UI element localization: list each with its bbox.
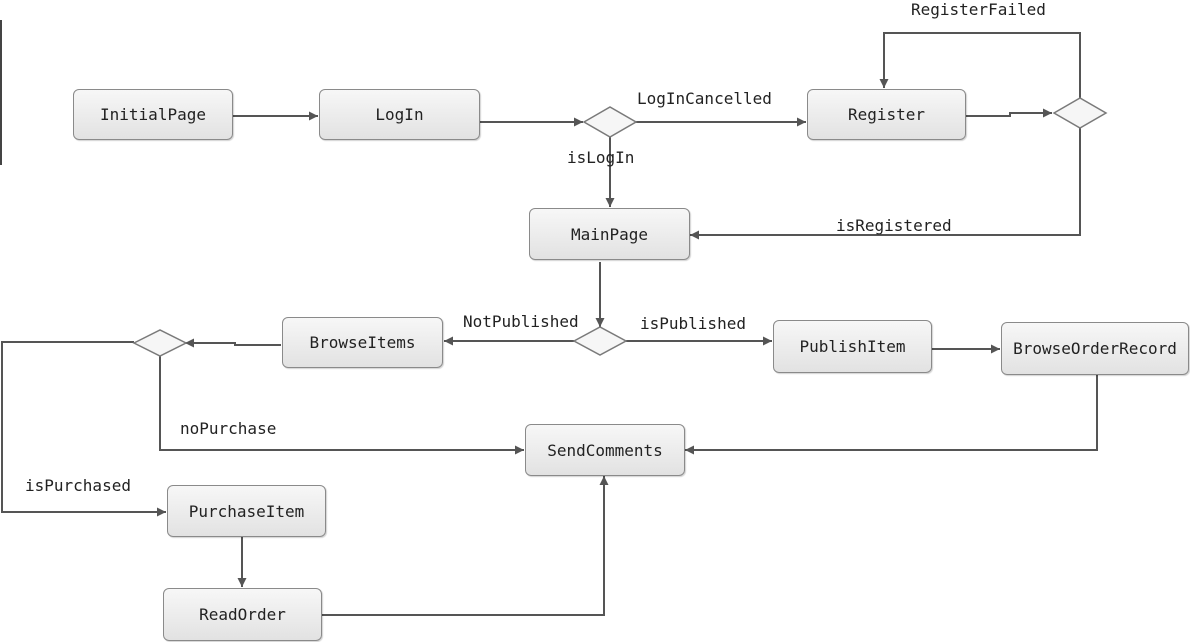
node-purchase-item-label: PurchaseItem bbox=[188, 501, 305, 521]
label-log-in-cancelled: LogInCancelled bbox=[637, 89, 772, 108]
edge-browse-to-decision bbox=[185, 338, 281, 348]
node-send-comments-label: SendComments bbox=[547, 440, 663, 460]
label-is-log-in: isLogIn bbox=[567, 148, 635, 167]
edge-is-purchased bbox=[1, 341, 166, 517]
label-is-published: isPublished bbox=[640, 314, 746, 333]
node-register: Register bbox=[807, 89, 966, 140]
label-is-registered: isRegistered bbox=[836, 216, 952, 235]
node-register-label: Register bbox=[847, 105, 926, 124]
node-read-order: ReadOrder bbox=[163, 588, 322, 641]
edge-readorder-to-comments bbox=[322, 476, 609, 616]
label-not-published: NotPublished bbox=[463, 312, 579, 331]
node-log-in-label: LogIn bbox=[375, 105, 424, 124]
node-log-in: LogIn bbox=[319, 89, 480, 140]
decision-node-register bbox=[1052, 97, 1108, 129]
node-main-page: MainPage bbox=[529, 208, 690, 260]
node-browse-order-record-label: BrowseOrderRecord bbox=[1013, 339, 1177, 358]
node-browse-order-record: BrowseOrderRecord bbox=[1001, 322, 1189, 375]
edge-is-registered bbox=[690, 128, 1081, 240]
left-edge-bar bbox=[0, 20, 2, 165]
decision-node-login bbox=[582, 106, 638, 138]
node-browse-items-label: BrowseItems bbox=[309, 333, 416, 352]
node-main-page-label: MainPage bbox=[570, 224, 649, 244]
node-publish-item: PublishItem bbox=[773, 320, 932, 373]
node-purchase-item: PurchaseItem bbox=[167, 485, 326, 537]
edge-no-purchase bbox=[159, 356, 524, 455]
edge-register-failed bbox=[879, 32, 1081, 98]
node-initial-page-label: InitialPage bbox=[100, 105, 206, 124]
edge-record-to-comments bbox=[685, 375, 1098, 455]
label-no-purchase: noPurchase bbox=[180, 419, 277, 438]
label-register-failed: RegisterFailed bbox=[911, 0, 1046, 19]
decision-node-browse bbox=[132, 329, 188, 357]
node-send-comments: SendComments bbox=[525, 424, 685, 476]
node-read-order-label: ReadOrder bbox=[199, 605, 286, 624]
node-browse-items: BrowseItems bbox=[282, 317, 443, 368]
decision-node-main bbox=[572, 326, 628, 356]
node-initial-page: InitialPage bbox=[73, 89, 233, 140]
label-is-purchased: isPurchased bbox=[25, 476, 131, 495]
node-publish-item-label: PublishItem bbox=[799, 337, 906, 356]
edge-register-to-decision bbox=[966, 108, 1052, 118]
